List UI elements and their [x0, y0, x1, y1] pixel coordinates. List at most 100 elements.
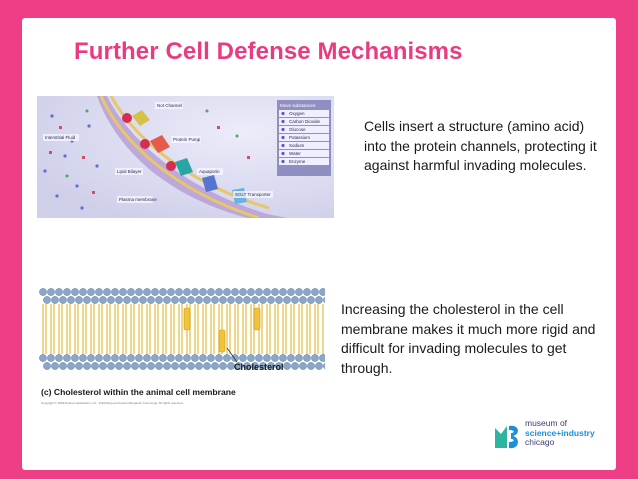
museum-logo-mark	[493, 418, 523, 450]
phospholipid-head	[99, 296, 106, 303]
phospholipid-head	[191, 288, 198, 295]
legend-item-4: Sodium	[289, 143, 305, 148]
phospholipid-head	[79, 288, 86, 295]
phospholipid-head	[111, 288, 118, 295]
phospholipid-head	[211, 296, 218, 303]
phospholipid-head	[271, 288, 278, 295]
phospholipid-head	[75, 362, 82, 369]
label-interstitial: Interstitial Fluid	[45, 135, 76, 140]
phospholipid-head	[147, 362, 154, 369]
phospholipid-head	[47, 288, 54, 295]
phospholipid-head	[175, 354, 182, 361]
protein-channel-illustration: Interstitial Fluid Not Channel Protein P…	[37, 96, 334, 218]
phospholipid-head	[191, 354, 198, 361]
phospholipid-head	[275, 296, 282, 303]
phospholipid-head	[83, 296, 90, 303]
phospholipid-head	[263, 354, 270, 361]
phospholipid-head	[259, 296, 266, 303]
phospholipid-head	[95, 354, 102, 361]
legend-item-5: Water	[289, 151, 301, 156]
phospholipid-head	[111, 354, 118, 361]
phospholipid-head	[139, 362, 146, 369]
phospholipid-head	[235, 296, 242, 303]
phospholipid-head	[131, 362, 138, 369]
phospholipid-head	[319, 354, 325, 361]
phospholipid-head	[67, 296, 74, 303]
phospholipid-head	[175, 288, 182, 295]
phospholipid-head	[255, 288, 262, 295]
legend-item-3: Potassium	[289, 135, 310, 140]
phospholipid-head	[155, 362, 162, 369]
phospholipid-head	[311, 288, 318, 295]
phospholipid-head	[43, 296, 50, 303]
label-lipid: Lipid Bilayer	[117, 169, 142, 174]
phospholipid-head	[59, 362, 66, 369]
phospholipid-head	[127, 288, 134, 295]
phospholipid-head	[51, 296, 58, 303]
phospholipid-head	[247, 354, 254, 361]
phospholipid-head	[267, 296, 274, 303]
phospholipid-head	[219, 296, 226, 303]
phospholipid-head	[103, 354, 110, 361]
phospholipid-head	[179, 362, 186, 369]
label-transporter: SGLT Transporter	[235, 192, 271, 197]
phospholipid-head	[187, 362, 194, 369]
phospholipid-head	[199, 288, 206, 295]
phospholipid-head	[299, 296, 306, 303]
legend-title: Move substances:	[280, 103, 316, 108]
text-protein-channels: Cells insert a structure (amino acid) in…	[364, 117, 604, 176]
legend-item-2: Glucose	[289, 127, 306, 132]
slide-title: Further Cell Defense Mechanisms	[74, 38, 463, 66]
phospholipid-head	[55, 288, 62, 295]
phospholipid-head	[47, 354, 54, 361]
cholesterol-illustration: Cholesterol (c) Cholesterol within the a…	[39, 270, 325, 410]
phospholipid-head	[119, 288, 126, 295]
phospholipid-head	[151, 288, 158, 295]
phospholipid-head	[51, 362, 58, 369]
phospholipid-head	[75, 296, 82, 303]
phospholipid-head	[195, 296, 202, 303]
phospholipid-head	[71, 354, 78, 361]
phospholipid-head	[135, 354, 142, 361]
label-aquaporin: Aquaporin	[199, 169, 220, 174]
phospholipid-head	[307, 296, 314, 303]
phospholipid-head	[87, 288, 94, 295]
museum-logo-text: museum of science+industry chicago	[525, 419, 595, 448]
phospholipid-head	[231, 288, 238, 295]
phospholipid-head	[287, 288, 294, 295]
label-plasma: Plasma membrane	[119, 197, 157, 202]
protein-channel-figure: Interstitial Fluid Not Channel Protein P…	[37, 96, 334, 218]
phospholipid-head	[127, 354, 134, 361]
phospholipid-head	[107, 296, 114, 303]
phospholipid-head	[103, 288, 110, 295]
phospholipid-head	[87, 354, 94, 361]
phospholipid-head	[143, 354, 150, 361]
phospholipid-head	[203, 362, 210, 369]
phospholipid-head	[203, 296, 210, 303]
phospholipid-head	[263, 288, 270, 295]
phospholipid-head	[159, 288, 166, 295]
phospholipid-head	[255, 354, 262, 361]
label-gated: Not Channel	[157, 103, 182, 108]
phospholipid-head	[55, 354, 62, 361]
phospholipid-head	[195, 362, 202, 369]
cholesterol-label: Cholesterol	[234, 362, 284, 372]
phospholipid-head	[227, 296, 234, 303]
phospholipid-head	[99, 362, 106, 369]
phospholipid-head	[115, 296, 122, 303]
phospholipid-head	[123, 296, 130, 303]
phospholipid-head	[311, 354, 318, 361]
phospholipid-head	[315, 296, 322, 303]
phospholipid-head	[271, 354, 278, 361]
figure-copyright: Copyright © 2009 Pearson Education, Inc.…	[41, 401, 184, 405]
phospholipid-head	[295, 288, 302, 295]
phospholipid-head	[159, 354, 166, 361]
phospholipid-head	[243, 296, 250, 303]
phospholipid-head	[167, 288, 174, 295]
phospholipid-head	[215, 288, 222, 295]
phospholipid-head	[91, 296, 98, 303]
legend-item-6: Enzyme	[289, 159, 306, 164]
phospholipid-head	[319, 288, 325, 295]
phospholipid-head	[163, 296, 170, 303]
phospholipid-head	[151, 354, 158, 361]
